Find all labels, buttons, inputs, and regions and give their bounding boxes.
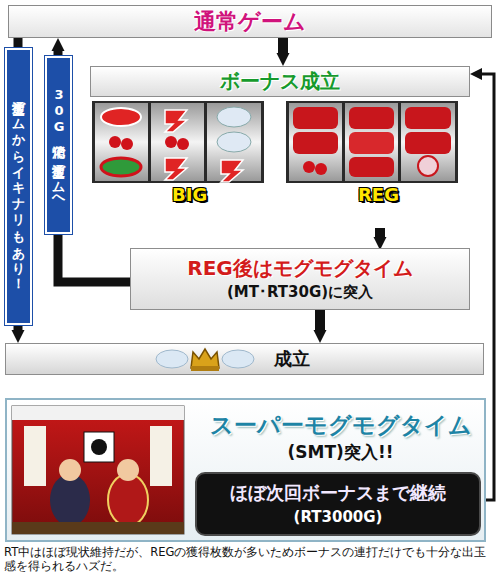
flow-arrow [14, 38, 23, 330]
reel-symbol [217, 132, 251, 152]
reel-strip [95, 103, 148, 181]
reel-symbol [303, 161, 315, 173]
box-text: 成立 [274, 347, 310, 371]
reel-symbol [293, 132, 338, 154]
reel-symbol [418, 156, 438, 176]
reel-label: BIG [172, 184, 207, 205]
flow-arrow [315, 310, 325, 330]
reel-label: REG [358, 184, 399, 205]
reel-symbol [165, 136, 177, 148]
reel-strip [289, 103, 342, 181]
reel-symbol [109, 136, 121, 148]
reel-strip [401, 103, 455, 181]
box-text: (RT3000G) [294, 506, 383, 528]
reel-strip [345, 103, 398, 181]
flow-arrow [278, 38, 288, 53]
reel-window [92, 101, 264, 183]
box-text: (SMT)突入!! [288, 440, 394, 464]
flow-box: 成立 [5, 343, 484, 375]
reel-strip [207, 103, 261, 181]
flow-box: ボーナス成立 [90, 66, 470, 228]
caption-text: RT中はほぼ現状維持だが、REGの獲得枚数が多いためボーナスの連打だけでも十分な… [4, 545, 498, 573]
box-text: REG後はモグモグタイム [187, 255, 412, 281]
reel-frame [92, 101, 264, 183]
reel-symbol [349, 157, 394, 177]
reel-symbol [315, 163, 327, 175]
reel-symbol [165, 110, 187, 132]
reel-symbol [405, 107, 451, 129]
reel-symbol [101, 108, 141, 126]
reel-symbol [165, 158, 187, 180]
box-text: ボーナス成立 [90, 66, 470, 97]
flow-box: ほぼ次回ボーナスまで継続(RT3000G) [195, 472, 481, 536]
reel-symbol [349, 132, 394, 154]
reel-symbol [217, 107, 251, 127]
reel-window [286, 101, 458, 183]
reel-symbol [405, 132, 451, 154]
flow-box: 通常ゲーム [8, 5, 492, 38]
flow-box: スーパーモグモグタイム(SMT)突入!! ほぼ次回ボーナスまで継続(RT3000G… [5, 398, 486, 542]
flow-box: REG後はモグモグタイム(MT･RT30G)に突入 [130, 248, 470, 310]
reel-strip [151, 103, 204, 181]
reel-symbol [177, 138, 189, 150]
reel-frame [286, 101, 458, 183]
box-text: ほぼ次回ボーナスまで継続 [230, 480, 446, 506]
reel-symbol [349, 107, 394, 129]
reel-symbol [121, 138, 133, 150]
flow-arrow [375, 228, 385, 237]
reel-symbol [101, 158, 141, 176]
box-text: (MT･RT30G)に突入 [227, 281, 373, 303]
reel-symbol [293, 107, 338, 129]
box-text: 通常ゲーム [194, 7, 306, 37]
reel-symbol [221, 160, 243, 182]
box-text: スーパーモグモグタイム [210, 410, 472, 440]
